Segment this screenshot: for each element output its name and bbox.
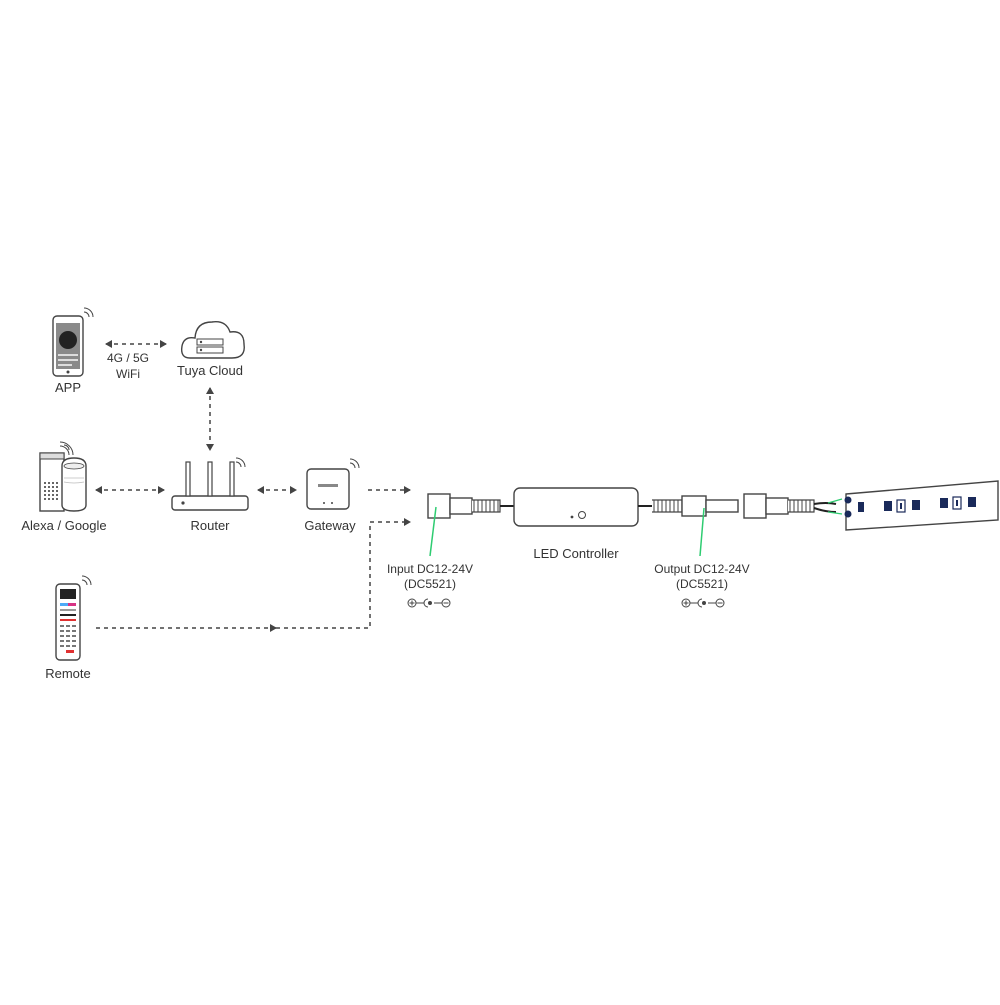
input-label-line2: (DC5521) <box>403 577 457 591</box>
led-controller-icon <box>513 487 639 527</box>
link-remote-controller <box>276 518 411 629</box>
app-label: APP <box>54 380 81 395</box>
gateway-label: Gateway <box>304 518 356 533</box>
input-label-line1: Input DC12-24V <box>386 562 474 576</box>
gateway-hub-icon <box>306 458 360 510</box>
wifi-label: WiFi <box>116 367 140 381</box>
output-label-line2: (DC5521) <box>675 577 729 591</box>
input-pointer-line <box>429 506 437 557</box>
remote-label: Remote <box>45 666 91 681</box>
output-label-line1: Output DC12-24V <box>654 562 750 576</box>
router-icon <box>171 457 249 511</box>
smartphone-icon <box>52 307 94 377</box>
output-pointer-line <box>699 507 705 557</box>
output-connector-icon <box>638 495 739 517</box>
network-label: 4G / 5G <box>106 351 150 365</box>
strip-connector-icon <box>743 493 843 519</box>
led-strip-icon <box>844 480 999 531</box>
smart-speaker-icon <box>39 441 87 512</box>
cloud-label: Tuya Cloud <box>177 363 243 378</box>
alexa-label: Alexa / Google <box>21 518 107 533</box>
controller-label: LED Controller <box>533 546 619 561</box>
input-connector-icon <box>427 493 514 519</box>
router-label: Router <box>190 518 230 533</box>
polarity-symbol-icon <box>681 598 725 608</box>
polarity-symbol-icon <box>407 598 451 608</box>
dashed-links <box>95 340 411 632</box>
remote-control-icon <box>55 575 92 661</box>
cloud-server-icon <box>180 321 245 359</box>
